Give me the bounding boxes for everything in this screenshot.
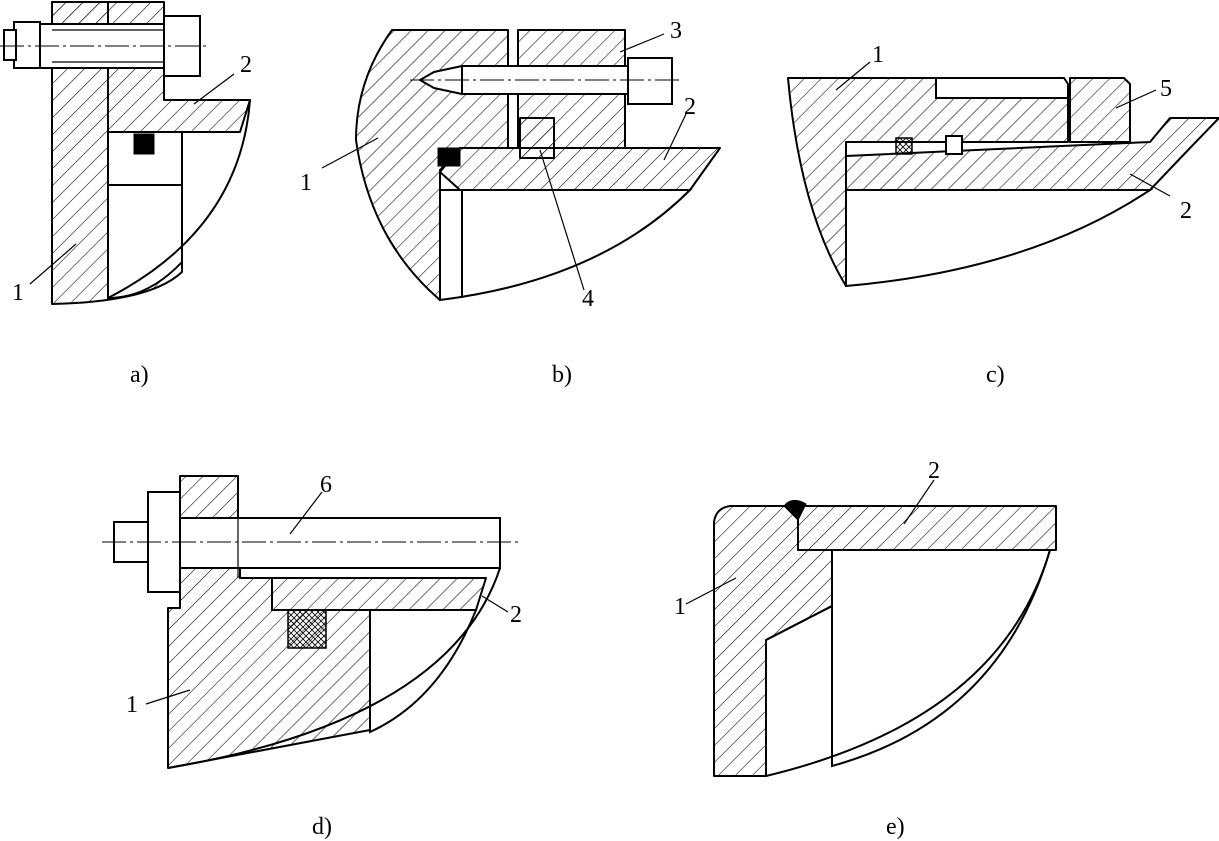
part-1-flange-c (787, 77, 1069, 287)
cavity-d (369, 609, 478, 734)
part-6-bolt-d (179, 517, 501, 569)
label-c-5: 5 (1160, 76, 1172, 102)
label-e-1: 1 (674, 594, 686, 620)
part-5-ring-c (1069, 77, 1131, 143)
part-2-cover-e (797, 505, 1057, 551)
label-b-4: 4 (582, 286, 594, 312)
label-d-6: 6 (320, 472, 332, 498)
cavity-a (107, 184, 183, 300)
square-seal-c (945, 135, 963, 155)
label-a-2: 2 (240, 52, 252, 78)
bolt-head-a (13, 21, 41, 69)
caption-e: e) (886, 814, 905, 840)
part-1-rim-c (935, 77, 1069, 99)
panel-c: 1 5 2 c) (787, 42, 1219, 388)
panel-b: 3 2 1 4 b) (300, 18, 721, 388)
part-2-cover-d (271, 577, 487, 611)
cavity-b (439, 189, 693, 302)
label-a-1: 1 (12, 280, 24, 306)
label-d-1: 1 (126, 692, 138, 718)
label-d-2: 2 (510, 602, 522, 628)
o-ring-seal-a (133, 133, 155, 155)
screw-head-b (627, 57, 673, 105)
cavity-c (845, 189, 1154, 288)
cross-seal-c (895, 137, 913, 155)
caption-a: a) (130, 362, 149, 388)
label-b-2: 2 (684, 94, 696, 120)
label-c-2: 2 (1180, 198, 1192, 224)
cross-seal-d (287, 609, 327, 649)
part-4-key-b (519, 117, 555, 159)
weld-bead-e (783, 500, 807, 521)
nut-d (179, 475, 239, 519)
bolt-tip-a (3, 29, 17, 61)
caption-b: b) (552, 362, 572, 388)
panel-a: 2 1 a) (0, 1, 252, 388)
label-b-1: 1 (300, 170, 312, 196)
caption-c: c) (986, 362, 1005, 388)
o-ring-seal-b (437, 147, 461, 167)
panel-e: 2 1 e) (674, 458, 1057, 840)
label-e-2: 2 (928, 458, 940, 484)
panel-d: 6 2 1 d) (102, 472, 522, 840)
label-c-1: 1 (872, 42, 884, 68)
part-1-top-block-a (51, 1, 165, 25)
cavity-e (831, 549, 1052, 768)
label-b-3: 3 (670, 18, 682, 44)
caption-d: d) (312, 814, 332, 840)
part-2-cover-b (439, 147, 721, 191)
